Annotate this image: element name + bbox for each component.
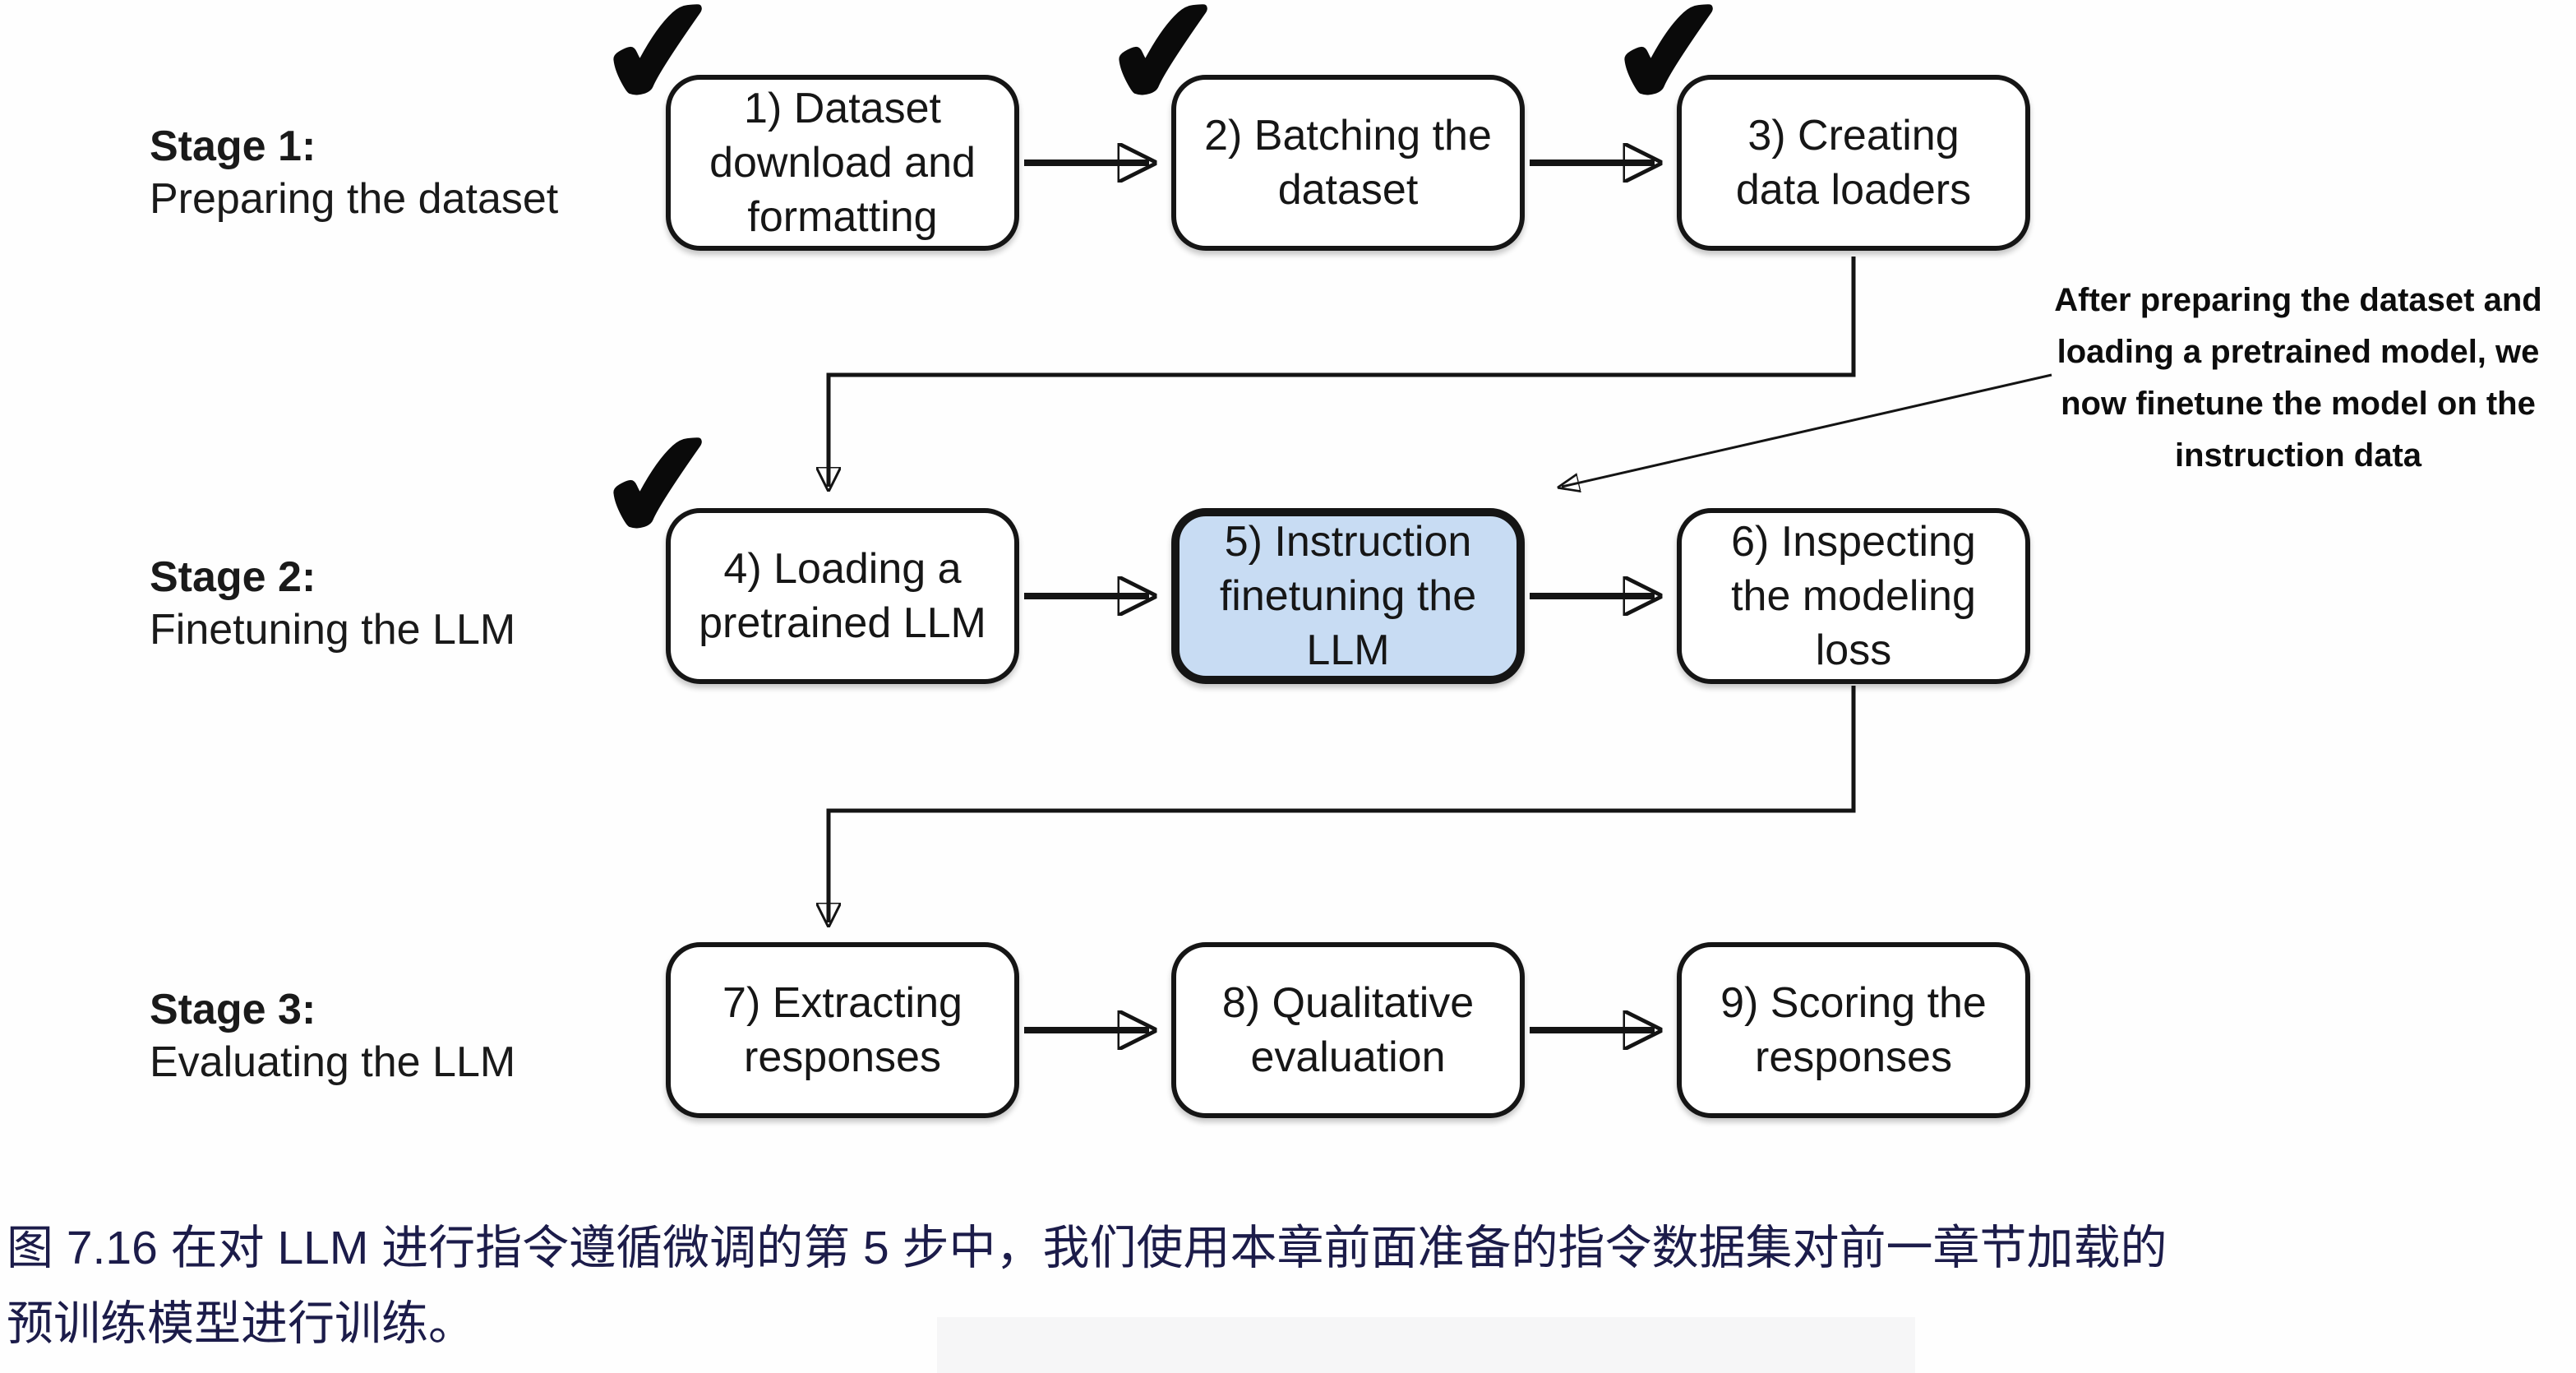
stage-2-label: Stage 2: Finetuning the LLM <box>150 551 676 656</box>
stage-3-title: Stage 3: <box>150 986 316 1033</box>
figure-caption-line-2: 预训练模型进行训练。 <box>7 1297 475 1350</box>
flow-box-1-label: 1) Dataset download and formatting <box>709 85 976 241</box>
annotation-line-3: now finetune the model on the <box>2061 386 2536 422</box>
annotation-line-4: instruction data <box>2174 437 2422 474</box>
flow-box-5-label: 5) Instruction finetuning the LLM <box>1219 518 1477 674</box>
elbow-arrow-box6-to-box7 <box>829 686 1856 922</box>
flow-box-8-qualitative-evaluation: 8) Qualitative evaluation <box>1171 942 1525 1118</box>
stage-1-title: Stage 1: <box>150 123 316 170</box>
stage-3-label: Stage 3: Evaluating the LLM <box>150 983 676 1089</box>
stage-2-title: Stage 2: <box>150 553 316 601</box>
flow-box-1-dataset-download: ✔ 1) Dataset download and formatting <box>590 0 1019 251</box>
annotation-arrow <box>1562 373 2052 487</box>
flow-box-7-extracting-responses: 7) Extracting responses <box>666 942 1019 1118</box>
caption-background-band <box>937 1317 1915 1373</box>
flow-box-9-scoring-responses: 9) Scoring the responses <box>1677 942 2030 1118</box>
stage-2-subtitle: Finetuning the LLM <box>150 606 516 654</box>
stage-1-subtitle: Preparing the dataset <box>150 175 559 223</box>
flow-box-9-label: 9) Scoring the responses <box>1720 979 1987 1081</box>
flow-box-3-label: 3) Creating data loaders <box>1735 112 1972 214</box>
flow-box-8-label: 8) Qualitative evaluation <box>1221 979 1475 1081</box>
figure-caption-line-1: 图 7.16 在对 LLM 进行指令遵循微调的第 5 步中，我们使用本章前面准备… <box>7 1222 2167 1274</box>
flow-box-6-label: 6) Inspecting the modeling loss <box>1731 518 1976 674</box>
stage-3-subtitle: Evaluating the LLM <box>150 1038 516 1086</box>
flow-box-7-label: 7) Extracting responses <box>722 979 963 1081</box>
elbow-arrow-box3-to-box4 <box>829 257 1856 487</box>
flow-box-2-label: 2) Batching the dataset <box>1204 112 1492 214</box>
annotation-note: After preparing the dataset and loading … <box>2024 275 2573 482</box>
flow-box-2-batching: ✔ 2) Batching the dataset <box>1096 0 1525 251</box>
flow-box-6-inspecting-loss: 6) Inspecting the modeling loss <box>1677 508 2030 684</box>
flow-box-3-data-loaders: ✔ 3) Creating data loaders <box>1601 0 2030 251</box>
flow-box-5-instruction-finetuning: 5) Instruction finetuning the LLM <box>1171 508 1525 684</box>
figure-caption: 图 7.16 在对 LLM 进行指令遵循微调的第 5 步中，我们使用本章前面准备… <box>7 1210 2571 1361</box>
flow-box-4-loading-pretrained: ✔ 4) Loading a pretrained LLM <box>590 398 1019 684</box>
flow-box-4-label: 4) Loading a pretrained LLM <box>699 545 986 647</box>
stage-1-label: Stage 1: Preparing the dataset <box>150 120 676 225</box>
annotation-line-1: After preparing the dataset and <box>2054 282 2542 318</box>
annotation-line-2: loading a pretrained model, we <box>2057 334 2540 370</box>
